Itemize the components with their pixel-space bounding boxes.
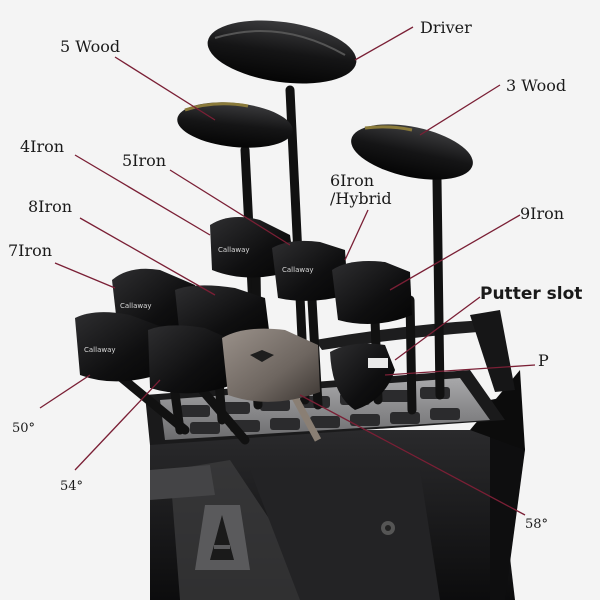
label-8-iron: 8Iron: [28, 197, 73, 216]
leader-p: [384, 364, 536, 376]
leader-58: [299, 394, 526, 516]
svg-text:Callaway: Callaway: [282, 266, 314, 274]
wedge-58-head: [222, 328, 320, 402]
label-3-wood: 3 Wood: [506, 76, 567, 95]
label-7-iron: 7Iron: [8, 241, 53, 260]
svg-text:Callaway: Callaway: [218, 246, 250, 254]
leader-driver: [354, 26, 414, 61]
svg-text:Callaway: Callaway: [84, 346, 116, 354]
leader-54: [74, 379, 161, 471]
label-50-degree: 50°: [12, 421, 36, 436]
leader-5-wood: [114, 56, 216, 121]
leader-9-iron: [389, 214, 521, 291]
label-driver: Driver: [420, 18, 472, 37]
label-5-iron: 5Iron: [122, 151, 167, 170]
leader-50: [39, 374, 91, 409]
label-4-iron: 4Iron: [20, 137, 65, 156]
label-54-degree: 54°: [60, 479, 84, 494]
leader-4-iron: [74, 154, 211, 236]
svg-text:Callaway: Callaway: [120, 302, 152, 310]
iron-6-head: [332, 261, 412, 324]
leader-7-iron: [54, 262, 116, 289]
iron-heads: [75, 216, 412, 394]
label-putter-slot: Putter slot: [480, 284, 583, 304]
leader-putter-slot: [394, 296, 481, 361]
leader-6-iron: [344, 209, 369, 261]
leader-5-iron: [169, 169, 291, 246]
three-wood-head: [351, 124, 473, 180]
driver-head: [207, 20, 357, 84]
label-6-iron-hybrid: 6Iron /Hybrid: [330, 171, 392, 208]
label-58-degree: 58°: [525, 517, 549, 532]
label-5-wood: 5 Wood: [60, 37, 121, 56]
label-p: P: [538, 351, 549, 370]
label-9-iron: 9Iron: [520, 204, 565, 223]
wedge-54-head: [148, 325, 232, 394]
wedge-50-head: [75, 312, 172, 382]
bag-logo: [195, 505, 250, 570]
head-markings: Callaway Callaway Callaway Callaway: [84, 246, 314, 354]
leader-8-iron: [79, 217, 216, 296]
golf-bag: [150, 370, 525, 600]
leader-3-wood: [419, 84, 501, 136]
pitching-wedge-head: [330, 343, 395, 410]
iron-5-head: [272, 240, 348, 301]
